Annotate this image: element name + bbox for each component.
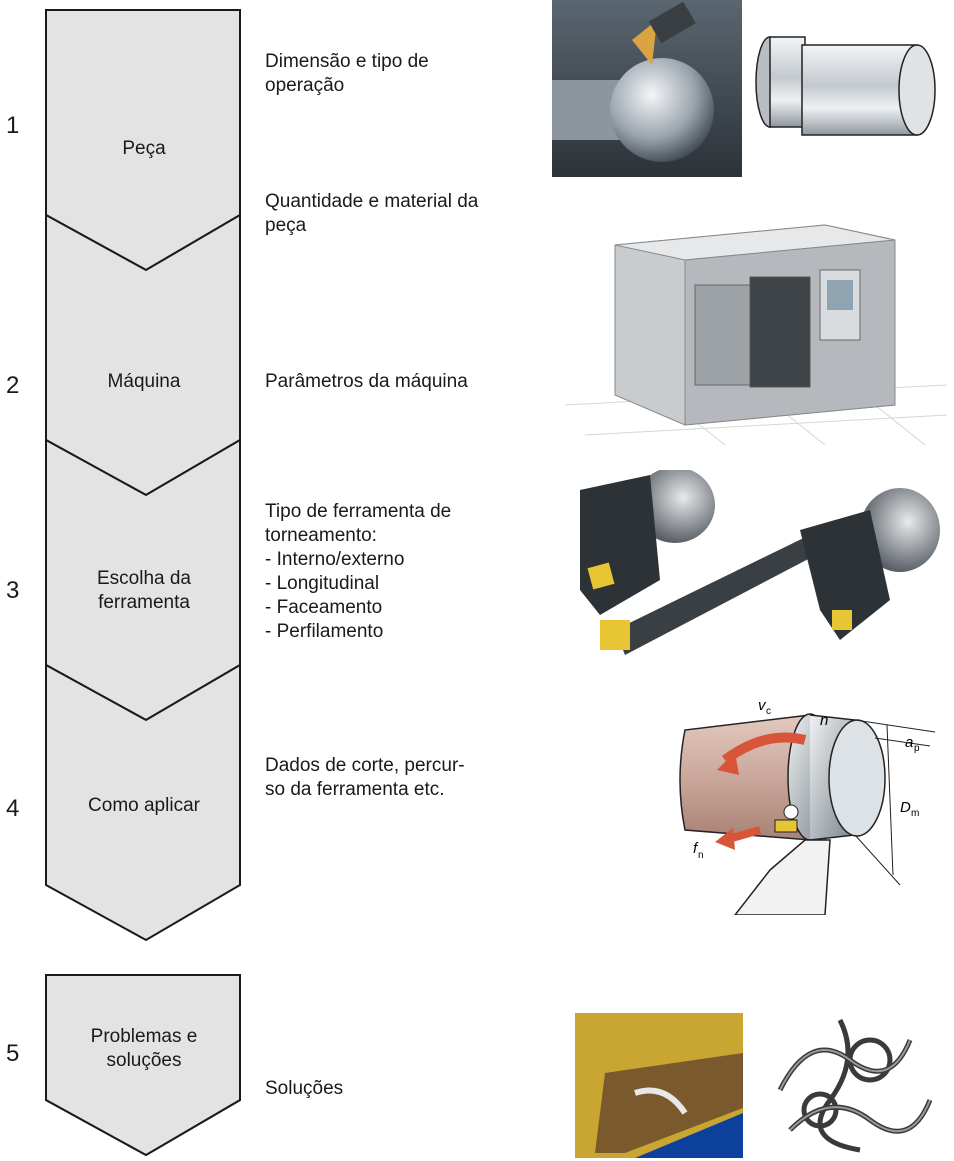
step-number-4: 4: [6, 795, 20, 822]
desc-ferramenta: Tipo de ferramenta de torneamento: - Int…: [265, 501, 452, 642]
vc-sub: c: [766, 706, 771, 717]
fn-label: f: [693, 840, 699, 857]
turning-photo: [552, 0, 742, 177]
desc-dados-corte: Dados de corte, percur- so da ferramenta…: [265, 755, 465, 800]
desc-quantidade: Quantidade e material da peça: [265, 191, 479, 236]
workpiece-cylinder: [755, 36, 936, 136]
desc-dimensao: Dimensão e tipo de operação: [265, 51, 429, 96]
desc-solucoes: Soluções: [265, 1078, 344, 1099]
chips-image: [777, 1018, 933, 1153]
step-number-5: 5: [6, 1040, 20, 1067]
fn-sub: n: [698, 850, 704, 861]
stage-label-escolha: Escolha da ferramenta: [96, 568, 191, 613]
turning-tools: [580, 470, 940, 655]
stage-4-shape: [45, 663, 241, 942]
n-label: n: [820, 712, 828, 729]
ap-label: a: [905, 734, 913, 751]
dm-label: D: [900, 799, 911, 816]
step-number-1: 1: [6, 112, 20, 139]
desc-parametros: Parâmetros da máquina: [265, 371, 468, 392]
step-number-3: 3: [6, 577, 20, 604]
dm-sub: m: [911, 808, 919, 819]
vc-label: v: [758, 697, 767, 714]
stage-label-peca: Peça: [122, 138, 166, 159]
stage-label-maquina: Máquina: [107, 371, 181, 392]
cutting-diagram: v c n a p D m f n: [679, 697, 936, 915]
step-number-2: 2: [6, 372, 20, 399]
insert-wear-photo: [575, 1013, 743, 1158]
ap-sub: p: [914, 743, 920, 754]
stage-label-problemas: Problemas e soluções: [90, 1026, 198, 1071]
stage-label-aplicar: Como aplicar: [88, 795, 200, 816]
lathe-machine: [565, 224, 947, 445]
